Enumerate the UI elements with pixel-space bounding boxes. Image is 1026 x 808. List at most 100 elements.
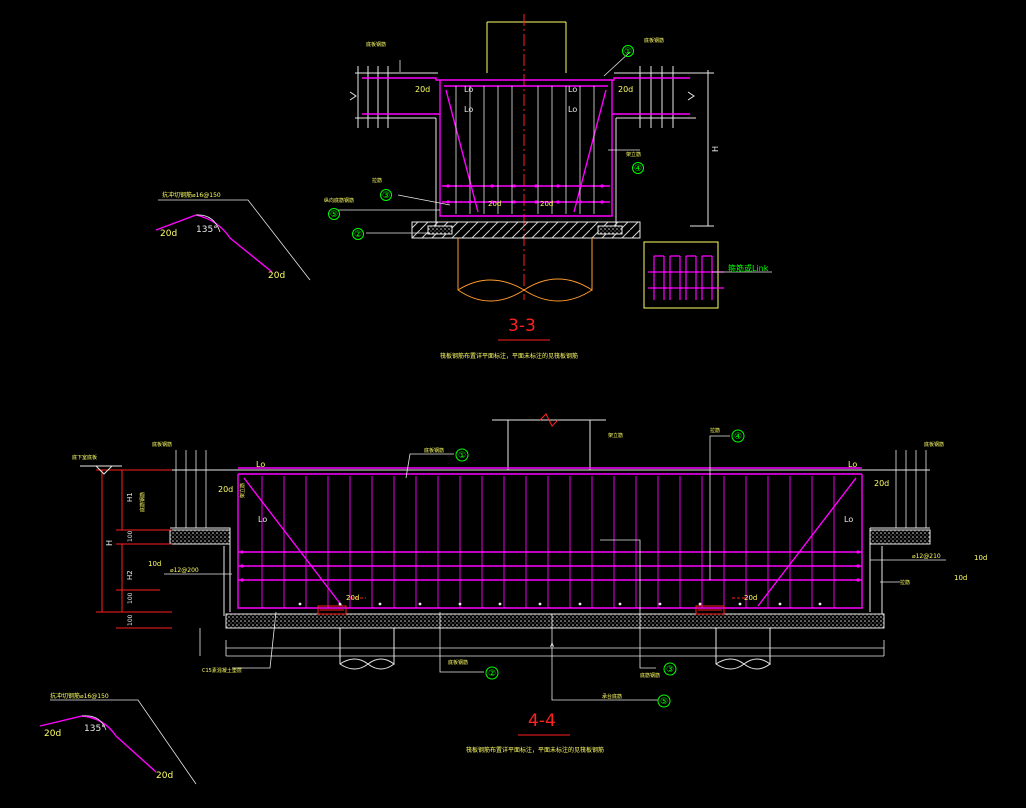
section-3-3: 20d 20d Lo Lo Lo Lo 20d 20d H ① ④ ③ ⑤ ② …: [324, 14, 772, 360]
label-top-elev: 底下室底板: [72, 454, 97, 461]
callout-1: ①: [458, 451, 466, 461]
label-dim-h: H: [105, 540, 114, 546]
label-10d-left: 10d: [148, 560, 161, 568]
callout-4: ④: [634, 164, 642, 174]
label-20d-left: 20d: [218, 485, 233, 494]
label-20d-bottom-left: 20d: [488, 200, 501, 208]
tiny-text: 底板钢筋: [366, 41, 386, 48]
label-bar-right: ⌀12@210: [912, 553, 941, 560]
cage-dots: [446, 184, 604, 204]
slab-outlines: [355, 66, 696, 226]
dim-bottom: [199, 628, 885, 657]
hook-bottom-angle: 135°: [84, 724, 106, 734]
dim-left-4-4: [96, 469, 172, 629]
label-dim-100-c: 100: [127, 614, 134, 626]
link-label: 箍筋或Link: [728, 263, 769, 273]
hook-bottom-title: 抗冲切钢筋⌀16@150: [50, 692, 109, 700]
slab-rebars: [175, 450, 927, 528]
tiny-text: 底板钢筋: [924, 441, 944, 448]
label-dim-h1: H1: [126, 492, 134, 502]
label-lo-right-2: Lo: [568, 105, 577, 114]
label-lo-top-right: Lo: [848, 460, 857, 469]
section-4-4-title: 4-4: [528, 711, 556, 731]
label-20d-bot-left: 20d: [346, 594, 359, 602]
label-lo-right: Lo: [568, 85, 577, 94]
labels-4-4: Lo Lo Lo Lo 20d 20d 20d 20d 10d 10d 10d …: [72, 454, 987, 674]
rebar-cage-3-3: [362, 77, 690, 217]
base-hatch: [411, 221, 641, 239]
tiny-texts-3-3: 底板钢筋 底板钢筋 架立筋 拉筋 纵向底筋钢筋: [324, 37, 664, 204]
hook-detail-bottom: 抗冲切钢筋⌀16@150 135° 20d 20d: [39, 692, 197, 785]
tiny-text: 底筋钢筋: [139, 492, 146, 512]
side-dots: [240, 550, 860, 582]
rebar-cage-4-4: [237, 473, 863, 609]
label-c15: C15素混凝土垫层: [202, 667, 242, 674]
hook-top-20d-a: 20d: [160, 229, 177, 239]
cage-verticals-4-4: [261, 476, 835, 608]
callout-4: ④: [734, 432, 742, 442]
callout-2: ②: [354, 230, 362, 240]
label-20d-bottom-right: 20d: [540, 200, 553, 208]
tiny-text: 底板钢筋: [644, 37, 664, 44]
tiny-text: 拉筋: [710, 427, 720, 434]
tiny-text: 纵向底筋钢筋: [324, 197, 354, 204]
hook-detail-top: 抗冲切钢筋⌀16@150 135° 20d 20d: [155, 191, 311, 281]
callout-3: ③: [666, 665, 674, 675]
break-marks: [349, 91, 695, 101]
callout-3: ③: [382, 191, 390, 201]
dimension-h-3-3: [690, 70, 714, 227]
tiny-text: 拉筋: [372, 177, 382, 184]
pad-right: [597, 225, 623, 235]
section-4-4: Lo Lo Lo Lo 20d 20d 20d 20d 10d 10d 10d …: [72, 413, 987, 754]
column-outline: [486, 21, 567, 73]
leaders-3-3: [338, 51, 640, 234]
label-lo-top-left: Lo: [256, 460, 265, 469]
label-bar-left: ⌀12@200: [170, 567, 199, 574]
cage-bottom-dots: [298, 602, 822, 606]
label-dim-100-a: 100: [127, 530, 134, 542]
section-4-4-note: 筏板钢筋布置详平面标注，平面未标注的见筏板钢筋: [466, 746, 604, 754]
label-10d-right: 10d: [974, 554, 987, 562]
label-lo-mid-left: Lo: [258, 515, 267, 524]
label-20d-right: 20d: [618, 85, 633, 94]
elevation-marker: [80, 465, 122, 475]
pile-outline: [457, 238, 593, 302]
labels-3-3: 20d 20d Lo Lo Lo Lo 20d 20d H: [415, 85, 720, 208]
slab-right-hatch: [869, 529, 931, 545]
hook-top-angle: 135°: [196, 225, 218, 235]
callout-2: ②: [488, 669, 496, 679]
label-20d-left: 20d: [415, 85, 430, 94]
callouts-4-4: ① ④ ③ ② ⑤: [455, 429, 745, 708]
label-lo-left: Lo: [464, 85, 473, 94]
tiny-text: 拉筋: [900, 579, 910, 586]
hook-bottom-20d-b: 20d: [156, 771, 173, 781]
tiny-text: 架立筋: [608, 432, 623, 439]
section-3-3-title: 3-3: [508, 316, 536, 336]
hook-top-20d-b: 20d: [268, 271, 285, 281]
tiny-text: 承台底筋: [602, 693, 622, 700]
callout-5: ⑤: [330, 210, 338, 220]
label-lo-left-2: Lo: [464, 105, 473, 114]
section-3-3-note: 筏板钢筋布置详平面标注，平面未标注的见筏板钢筋: [440, 352, 578, 360]
tiny-text: 底板钢筋: [448, 659, 468, 666]
pad-left: [427, 225, 453, 235]
callout-5: ⑤: [660, 697, 668, 707]
tiny-text: 底板钢筋: [152, 441, 172, 448]
label-dim-h2: H2: [126, 570, 134, 580]
label-lo-mid-right: Lo: [844, 515, 853, 524]
tiny-text: 架立筋: [626, 151, 641, 158]
piles-4-4: [339, 628, 771, 670]
label-10d-right-2: 10d: [954, 574, 967, 582]
hook-bottom-20d-a: 20d: [44, 729, 61, 739]
hook-top-title: 抗冲切钢筋⌀16@150: [162, 191, 221, 199]
callout-1: ①: [624, 47, 632, 57]
tiny-texts-4-4: 底板钢筋 底板钢筋 架立筋 拉筋 底板钢筋 底筋钢筋 架立筋 底板钢筋 底筋钢筋…: [139, 427, 944, 700]
tiny-text: 底板钢筋: [424, 447, 444, 454]
cage-verticals: [455, 86, 595, 214]
tiny-text: 架立筋: [239, 483, 246, 498]
label-20d-bot-right: 20d: [744, 594, 757, 602]
pile-caps: [317, 597, 748, 615]
tiny-text: 底筋钢筋: [640, 672, 660, 679]
label-dim-100-b: 100: [127, 592, 134, 604]
